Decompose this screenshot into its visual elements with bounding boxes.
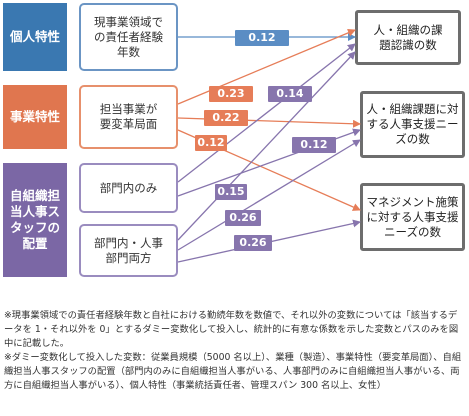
- outcome-support-needs: 人・組織課題に対する人事支援ニーズの数: [360, 91, 465, 158]
- category-business-label: 事業特性: [9, 109, 60, 124]
- var-business-change-label: 担当事業が要変革局面: [99, 102, 158, 131]
- path-arrow-dept_hr_both-to-awareness: [177, 51, 356, 241]
- path-arrow-dept_hr_both-to-support_needs: [177, 139, 361, 251]
- var-experience: 現事業領域での責任者経験年数: [79, 3, 178, 71]
- var-dept-only: 部門内のみ: [79, 163, 178, 213]
- coefficient-label-business_change-to-mgmt_needs: 0.12: [195, 135, 227, 151]
- footnote-2: ※ダミー変数化して投入した変数：従業員規模（5000 名以上）、業種（製造）、事…: [4, 352, 462, 391]
- coefficient-label-business_change-to-awareness: 0.23: [209, 86, 253, 102]
- outcome-mgmt-needs-label: マネジメント施策に対する人事支援ニーズの数: [366, 194, 459, 239]
- category-org-label: 自組織担当人事スタッフの配置: [9, 188, 60, 251]
- footnote-1: ※現事業領域での責任者経験年数と自社における勤続年数を数値で、それ以外の変数につ…: [4, 310, 459, 349]
- path-arrow-business_change-to-awareness: [177, 29, 356, 105]
- outcome-awareness: 人・組織の課題認識の数: [355, 10, 461, 65]
- var-experience-label: 現事業領域での責任者経験年数: [94, 14, 163, 59]
- var-business-change: 担当事業が要変革局面: [79, 85, 178, 149]
- coefficient-label-dept_hr_both-to-support_needs: 0.26: [225, 210, 261, 226]
- category-personal: 個人特性: [3, 3, 67, 71]
- coefficient-label-dept_hr_both-to-awareness: 0.15: [215, 184, 247, 200]
- coefficient-label-dept_only-to-support_needs: 0.12: [292, 137, 336, 153]
- coefficient-label-business_change-to-support_needs: 0.22: [204, 110, 248, 126]
- outcome-support-needs-label: 人・組織課題に対する人事支援ニーズの数: [366, 102, 459, 146]
- coefficient-label-dept_only-to-awareness: 0.14: [268, 86, 312, 102]
- outcome-awareness-label: 人・組織の課題認識の数: [373, 22, 443, 52]
- coefficient-label-dept_hr_both-to-mgmt_needs: 0.26: [234, 235, 272, 251]
- var-dept-hr-both: 部門内・人事部門両方: [79, 224, 178, 277]
- outcome-mgmt-needs: マネジメント施策に対する人事支援ニーズの数: [360, 183, 465, 251]
- category-personal-label: 個人特性: [9, 29, 60, 44]
- coefficient-label-experience-to-awareness: 0.12: [235, 30, 289, 46]
- path-arrow-dept_only-to-awareness: [177, 43, 356, 183]
- category-org: 自組織担当人事スタッフの配置: [3, 163, 67, 277]
- footnotes: ※現事業領域での責任者経験年数と自社における勤続年数を数値で、それ以外の変数につ…: [4, 309, 464, 393]
- var-dept-only-label: 部門内のみ: [99, 180, 158, 195]
- var-dept-hr-both-label: 部門内・人事部門両方: [94, 235, 163, 265]
- category-business: 事業特性: [3, 85, 67, 149]
